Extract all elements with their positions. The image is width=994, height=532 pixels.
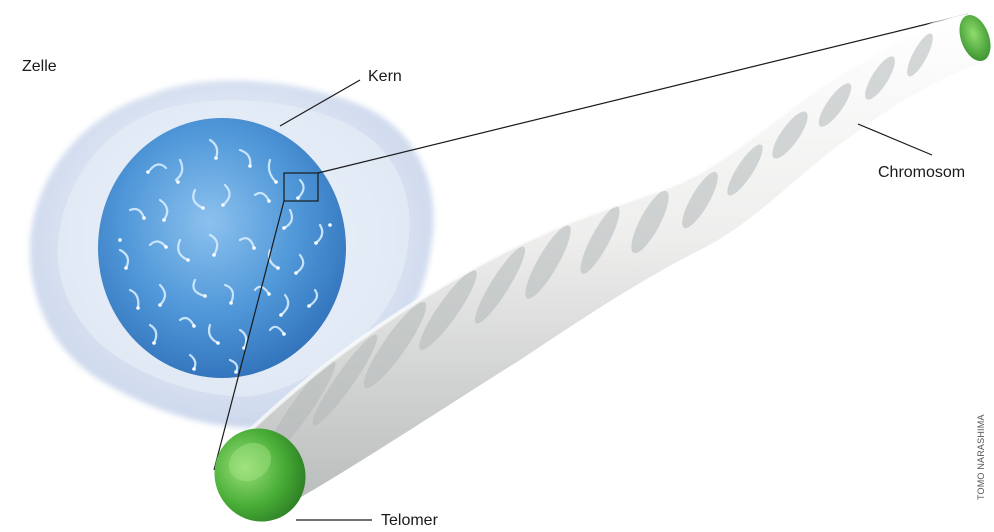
label-chromosome: Chromosom <box>878 164 965 182</box>
image-credit: TOMO NARASHIMA <box>976 414 986 500</box>
label-cell: Zelle <box>22 58 57 76</box>
nucleus <box>98 118 346 378</box>
label-nucleus: Kern <box>368 68 402 86</box>
label-telomere: Telomer <box>381 512 438 530</box>
